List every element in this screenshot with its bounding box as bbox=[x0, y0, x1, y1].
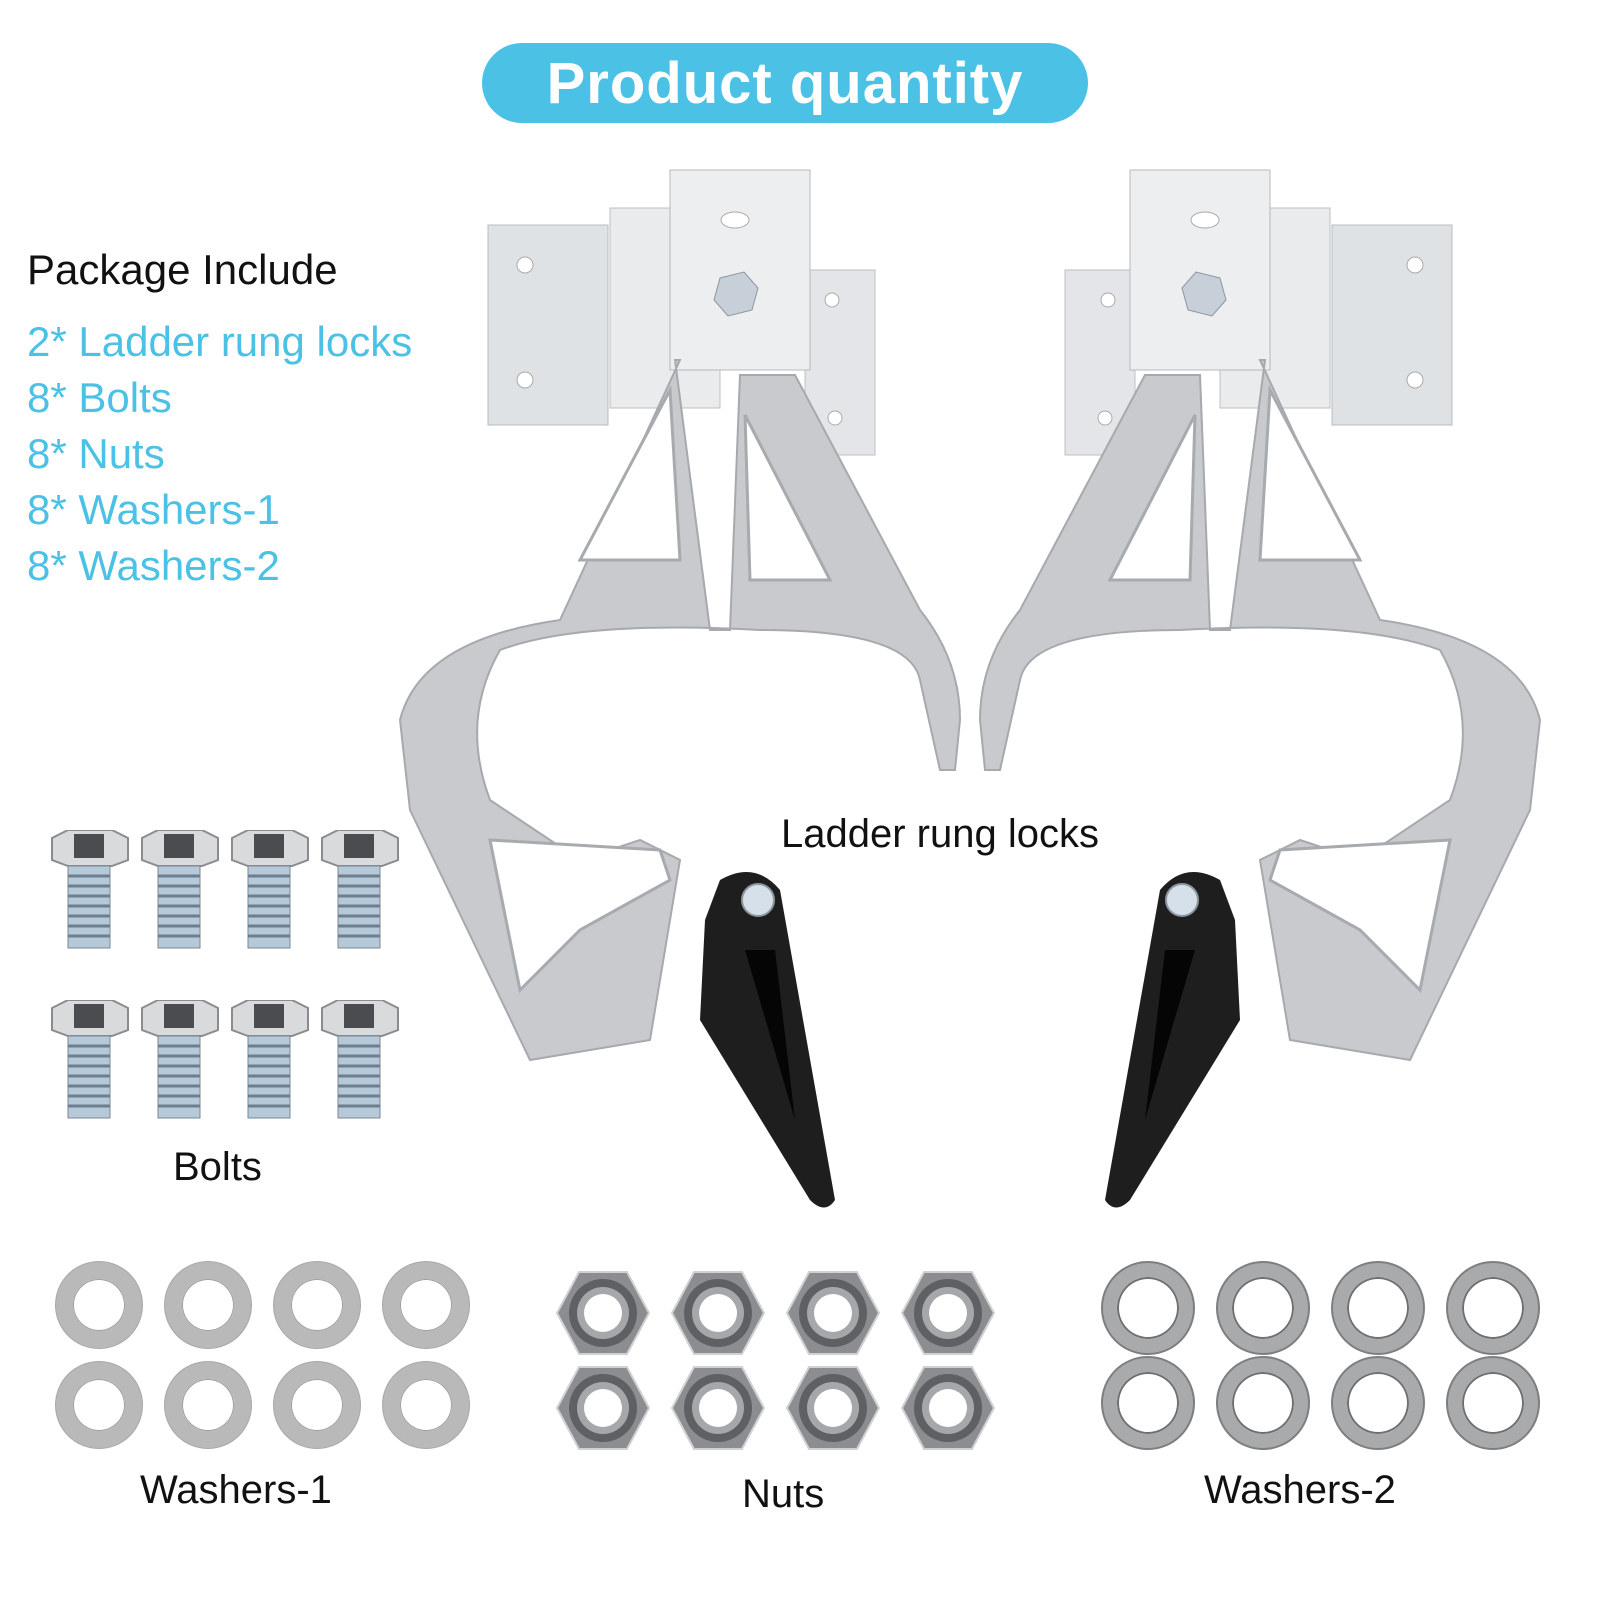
package-item: 2* Ladder rung locks bbox=[27, 318, 413, 365]
hex-nut-icon bbox=[775, 1265, 890, 1360]
package-heading: Package Include bbox=[27, 246, 338, 293]
bolts-label: Bolts bbox=[173, 1145, 262, 1189]
flat-washer-icon bbox=[273, 1262, 360, 1348]
flat-washer-icon bbox=[273, 1362, 360, 1448]
hex-nut-icon bbox=[660, 1265, 775, 1360]
bolt-icon bbox=[315, 825, 405, 955]
title-banner: Product quantity bbox=[482, 43, 1088, 123]
washers1-group bbox=[45, 1255, 480, 1455]
nuts-group bbox=[545, 1265, 1005, 1455]
hex-nut-icon bbox=[890, 1360, 1005, 1455]
flat-washer-icon bbox=[382, 1262, 469, 1348]
bolt-icon bbox=[45, 825, 135, 955]
split-lock-washer-icon bbox=[1102, 1262, 1193, 1353]
washers2-label: Washers-2 bbox=[1204, 1468, 1396, 1512]
split-lock-washer-icon bbox=[1332, 1262, 1423, 1353]
hex-nut-icon bbox=[545, 1265, 660, 1360]
bolt-icon bbox=[135, 995, 225, 1125]
flat-washer-icon bbox=[165, 1362, 252, 1448]
split-lock-washer-icon bbox=[1102, 1357, 1193, 1448]
package-item: 8* Nuts bbox=[27, 430, 165, 477]
split-lock-washer-icon bbox=[1217, 1262, 1308, 1353]
flat-washer-icon bbox=[382, 1362, 469, 1448]
bolt-icon bbox=[315, 995, 405, 1125]
package-item: 8* Washers-1 bbox=[27, 486, 280, 533]
bolts-group bbox=[45, 825, 405, 1125]
split-lock-washer-icon bbox=[1447, 1262, 1538, 1353]
split-lock-washer-icon bbox=[1447, 1357, 1538, 1448]
washers2-group bbox=[1090, 1260, 1550, 1450]
ladder-rung-lock-right-image bbox=[978, 169, 1542, 1208]
ladder-rung-locks-label: Ladder rung locks bbox=[781, 812, 1099, 856]
split-lock-washer-icon bbox=[1217, 1357, 1308, 1448]
bolt-icon bbox=[135, 825, 225, 955]
page-title: Product quantity bbox=[546, 50, 1024, 116]
bolt-icon bbox=[45, 995, 135, 1125]
hex-nut-icon bbox=[545, 1360, 660, 1455]
bolt-icon bbox=[225, 825, 315, 955]
hex-nut-icon bbox=[890, 1265, 1005, 1360]
split-lock-washer-icon bbox=[1332, 1357, 1423, 1448]
package-list: 2* Ladder rung locks 8* Bolts 8* Nuts 8*… bbox=[27, 314, 412, 594]
hex-nut-icon bbox=[660, 1360, 775, 1455]
washers1-label: Washers-1 bbox=[140, 1468, 332, 1512]
package-item: 8* Bolts bbox=[27, 374, 172, 421]
hex-nut-icon bbox=[775, 1360, 890, 1455]
nuts-label: Nuts bbox=[742, 1472, 825, 1516]
package-item: 8* Washers-2 bbox=[27, 542, 280, 589]
flat-washer-icon bbox=[56, 1262, 143, 1348]
ladder-rung-lock-left-image bbox=[398, 169, 962, 1208]
flat-washer-icon bbox=[56, 1362, 143, 1448]
flat-washer-icon bbox=[165, 1262, 252, 1348]
bolt-icon bbox=[225, 995, 315, 1125]
